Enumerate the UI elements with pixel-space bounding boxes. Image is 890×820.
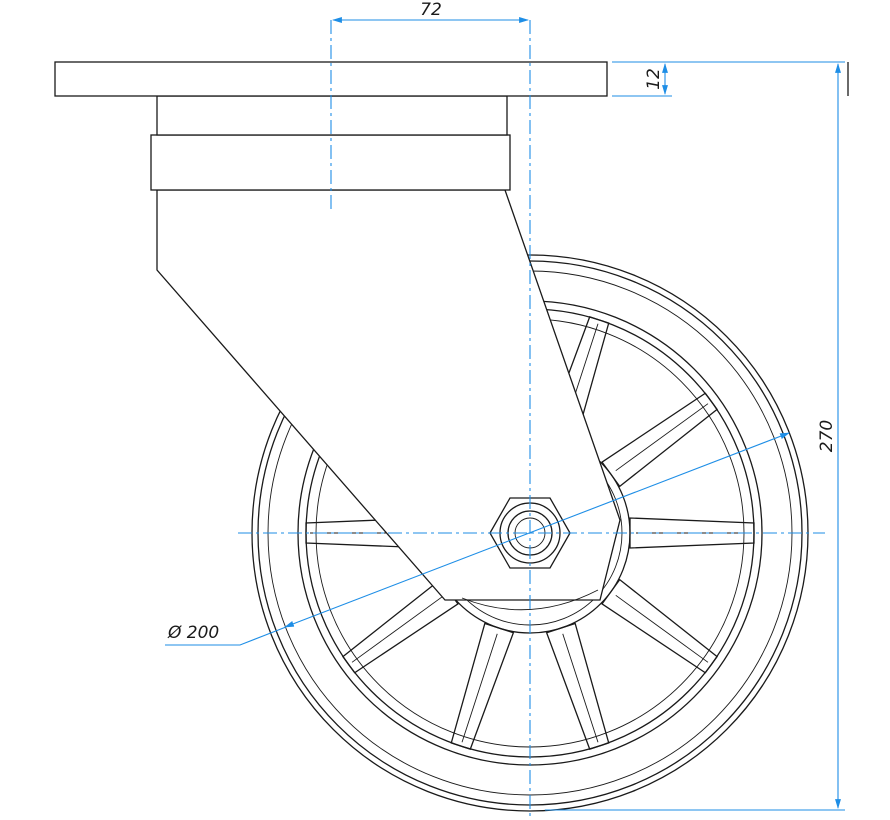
dimension-overall-height: 270	[545, 63, 845, 811]
wheel-spoke-ridge	[615, 403, 709, 472]
wheel-spoke	[545, 622, 610, 750]
diameter-leader	[165, 626, 287, 646]
offset-dimension-label: 72	[420, 0, 442, 20]
dimension-offset: 72	[332, 0, 529, 23]
swivel-housing	[156, 95, 508, 136]
wheel-spoke	[450, 622, 515, 750]
plate-thickness-label: 12	[644, 68, 664, 90]
wheel-spoke-ridge	[461, 633, 498, 743]
wheel-spoke-ridge	[615, 594, 709, 663]
dimension-wheel-diameter: Ø 200	[165, 432, 790, 646]
wheel-spoke	[601, 392, 718, 488]
wheel-spoke-ridge	[562, 633, 599, 743]
dimension-plate-thickness: 12	[612, 61, 849, 97]
diameter-dimension-line	[284, 432, 790, 628]
wheel-spoke	[601, 578, 718, 674]
diameter-dimension-label: Ø 200	[167, 623, 219, 643]
height-dimension-label: 270	[817, 420, 837, 452]
wheel-spoke-ridge	[351, 594, 445, 663]
